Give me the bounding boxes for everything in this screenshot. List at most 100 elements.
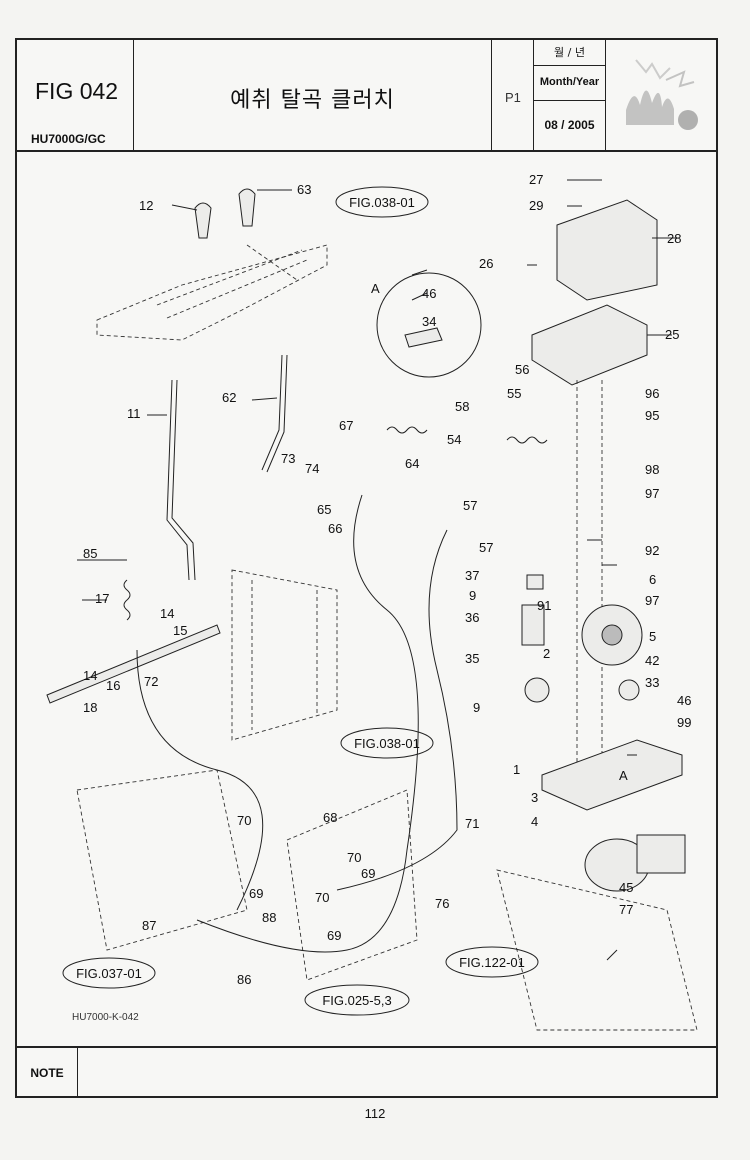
- callout: 45: [619, 880, 633, 895]
- callout: 25: [665, 327, 679, 342]
- callout: 54: [447, 432, 461, 447]
- callout: 63: [297, 182, 311, 197]
- cable-64: [196, 494, 419, 953]
- detail-letter-2: A: [619, 768, 628, 783]
- callout: 36: [465, 610, 479, 625]
- callout: 77: [619, 902, 633, 917]
- callout: 58: [455, 399, 469, 414]
- fig-cell: FIG 042 HU7000G/GC: [17, 40, 134, 150]
- ref-2: FIG.038-01: [354, 736, 420, 751]
- parts-diagram: .ln{stroke:#222;stroke-width:1;fill:none…: [46, 172, 698, 1031]
- callout: 66: [328, 521, 342, 536]
- knob-12: [194, 202, 212, 239]
- frame-lower-left: [76, 769, 248, 951]
- callout: 6: [649, 572, 656, 587]
- callout: 73: [281, 451, 295, 466]
- gear-35: [524, 677, 550, 703]
- ref-oval-2: [340, 727, 434, 759]
- callout: 71: [465, 816, 479, 831]
- collar-37: [526, 574, 544, 590]
- lever-62-edge: [266, 354, 288, 473]
- parts-sheet: FIG 042 HU7000G/GC 예취 탈곡 클러치 P1 월 / 년 Mo…: [15, 38, 718, 1098]
- callout: 87: [142, 918, 156, 933]
- callout: 57: [479, 540, 493, 555]
- callout: 91: [537, 598, 551, 613]
- motor-head: [636, 834, 686, 874]
- callout: 4: [531, 814, 538, 829]
- callout: 70: [237, 813, 251, 828]
- exploded-drawing: .ln{stroke:#222;stroke-width:1;fill:none…: [17, 150, 716, 1045]
- spring-36: [521, 604, 545, 646]
- leader-lines: [77, 179, 677, 961]
- title-cell: 예취 탈곡 클러치: [134, 40, 492, 150]
- sheet-title: 예취 탈곡 클러치: [230, 88, 395, 113]
- callout: 99: [677, 715, 691, 730]
- cover-28: [556, 199, 658, 301]
- frame-center: [231, 569, 338, 741]
- callout: 67: [339, 418, 353, 433]
- lever-11-edge: [171, 379, 196, 581]
- callout: 65: [317, 502, 331, 517]
- shift-rod-17: [46, 624, 221, 704]
- bracket-25: [531, 304, 648, 386]
- ref-oval-3: [62, 957, 156, 989]
- callout: 62: [222, 390, 236, 405]
- cable-71: [336, 529, 458, 891]
- callout: 16: [106, 678, 120, 693]
- page-number: 112: [364, 1106, 386, 1121]
- callout: 57: [463, 498, 477, 513]
- callout: 95: [645, 408, 659, 423]
- detail-letter: A: [371, 281, 380, 296]
- callout: 85: [83, 546, 97, 561]
- callout: 5: [649, 629, 656, 644]
- date-value: 08 / 2005: [544, 118, 595, 132]
- callout: 18: [83, 700, 97, 715]
- page-code: P1: [505, 90, 521, 105]
- callout: 68: [323, 810, 337, 825]
- date-label-ko: 월 / 년: [534, 40, 605, 66]
- callout: 74: [305, 461, 319, 476]
- callout: 2: [543, 646, 550, 661]
- callout: 76: [435, 896, 449, 911]
- callout: 92: [645, 543, 659, 558]
- callout: 35: [465, 651, 479, 666]
- callout: 14: [160, 606, 174, 621]
- callout: 17: [95, 591, 109, 606]
- callout: 29: [529, 198, 543, 213]
- stamp-cell: [606, 40, 716, 150]
- shaft-centerline: [576, 380, 603, 790]
- model-code: HU7000G/GC: [31, 132, 106, 146]
- ref-oval-5: [445, 946, 539, 978]
- callout: 69: [361, 866, 375, 881]
- callout: 98: [645, 462, 659, 477]
- callout: 9: [473, 700, 480, 715]
- note-row: NOTE: [17, 1046, 716, 1098]
- callout: 27: [529, 172, 543, 187]
- callout: 70: [315, 890, 329, 905]
- callout: 15: [173, 623, 187, 638]
- callout: 26: [479, 256, 493, 271]
- knob-63: [238, 188, 256, 227]
- callout: 14: [83, 668, 97, 683]
- lever-62: [261, 354, 283, 471]
- lever-11: [166, 379, 190, 581]
- callout: 88: [262, 910, 276, 925]
- ref-3: FIG.037-01: [76, 966, 142, 981]
- gear-5-hub: [601, 624, 623, 646]
- drawing-code: HU7000-K-042: [72, 1012, 139, 1023]
- callout: 55: [507, 386, 521, 401]
- callout: 97: [645, 486, 659, 501]
- figure-number: FIG 042: [35, 78, 119, 104]
- callout: 56: [515, 362, 529, 377]
- callout: 96: [645, 386, 659, 401]
- callout: 86: [237, 972, 251, 987]
- bracket-34: [404, 327, 443, 348]
- plate-1: [541, 739, 683, 811]
- date-cell: 월 / 년 Month/Year 08 / 2005: [534, 40, 606, 150]
- date-label-en: Month/Year: [534, 65, 605, 101]
- ref-oval-4: [304, 984, 410, 1016]
- callout: 34: [422, 314, 436, 329]
- ref-1: FIG.038-01: [349, 195, 415, 210]
- detail-a-circle: [376, 272, 482, 378]
- note-label: NOTE: [17, 1048, 78, 1098]
